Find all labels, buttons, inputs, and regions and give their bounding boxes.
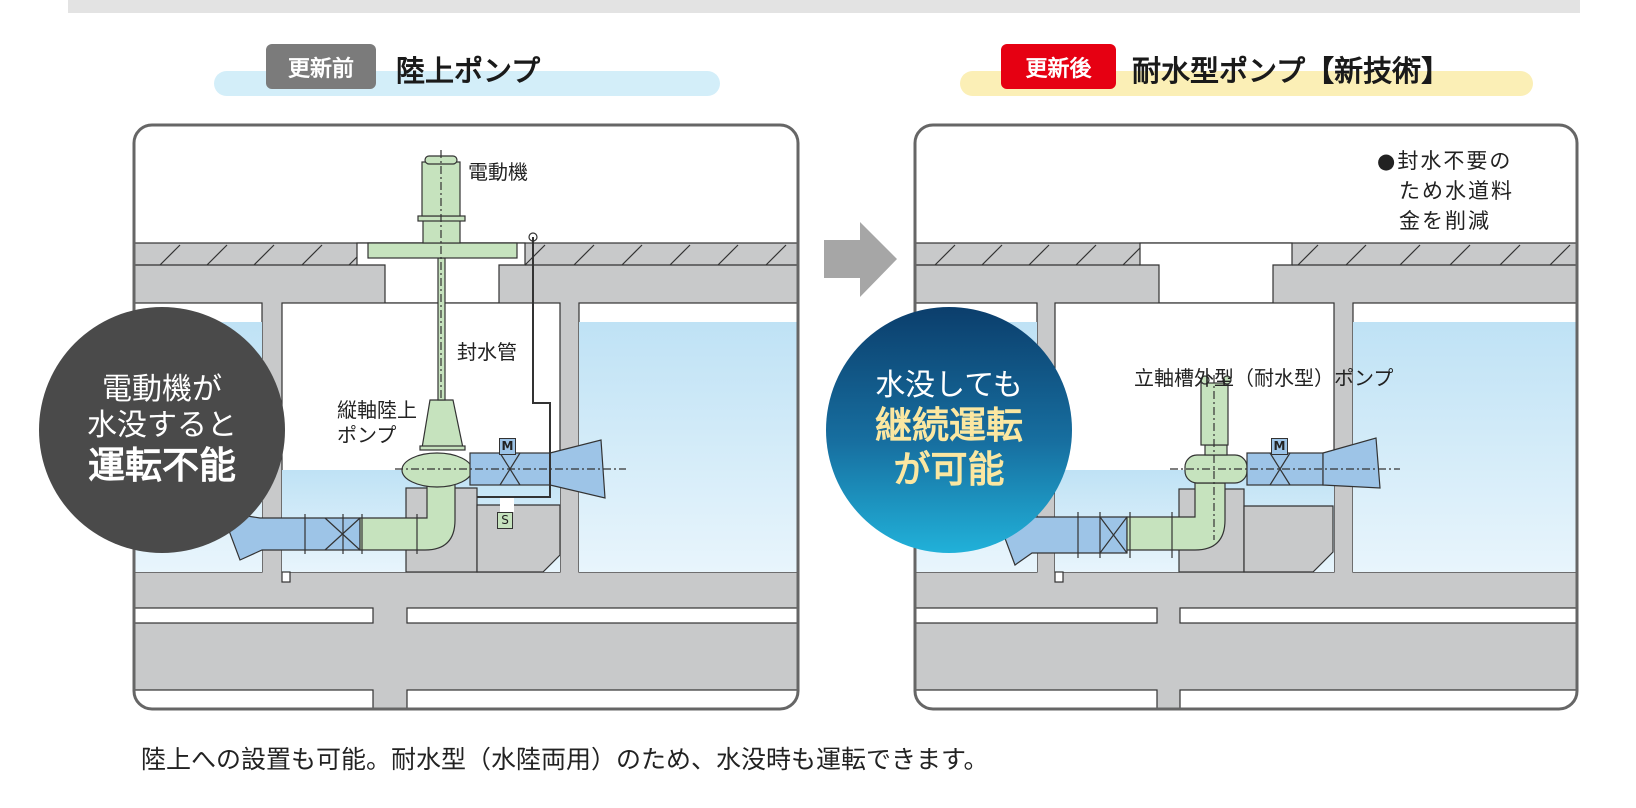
arrow-right-icon (824, 222, 897, 297)
slab-hatching (159, 244, 787, 266)
note-line-2: ため水道料 (1399, 179, 1514, 203)
label-motor: 電動機 (468, 160, 528, 184)
top-divider-bar (68, 0, 1580, 13)
pump-volute (401, 452, 473, 488)
label-vertical-pump-line1: 縦軸陸上 (337, 398, 417, 422)
bottom-caption: 陸上への設置も可能。耐水型（水陸両用）のため、水没時も運転できます。 (141, 745, 989, 774)
motor-base-plate (367, 242, 518, 259)
seal-water-pipe (477, 237, 551, 498)
note-line-3: 金を削減 (1399, 209, 1491, 233)
after-title: 耐水型ポンプ【新技術】 (1132, 54, 1451, 88)
before-badge: 更新前 (266, 44, 376, 89)
callout-line-3: 運転不能 (88, 443, 236, 487)
callout-line-1: 水没しても (875, 367, 1023, 403)
label-vertical-pump-line2: ポンプ (337, 423, 397, 447)
motor-valve-m: M (1271, 438, 1288, 455)
label-vertical-pump: 縦軸陸上 ポンプ (337, 398, 417, 448)
note-line-1: ●封水不要の (1377, 149, 1513, 173)
water-right-pit (579, 322, 798, 572)
label-waterproof-pump: 立軸槽外型（耐水型）ポンプ (1134, 366, 1394, 390)
motor-valve-m: M (499, 438, 516, 455)
label-seal-pipe: 封水管 (457, 340, 517, 364)
solenoid-valve-s: S (497, 512, 513, 529)
before-callout: 電動機が 水没すると 運転不能 (39, 307, 285, 553)
callout-line-1: 電動機が (102, 371, 222, 407)
before-title: 陸上ポンプ (396, 54, 541, 88)
after-badge: 更新後 (1001, 44, 1116, 89)
note-no-seal-water: ●封水不要の ため水道料 金を削減 (1377, 146, 1514, 236)
callout-line-3: が可能 (893, 448, 1005, 491)
callout-line-2: 水没すると (87, 407, 237, 443)
callout-line-2: 継続運転 (875, 403, 1023, 447)
after-callout: 水没しても 継続運転 が可能 (826, 307, 1072, 553)
